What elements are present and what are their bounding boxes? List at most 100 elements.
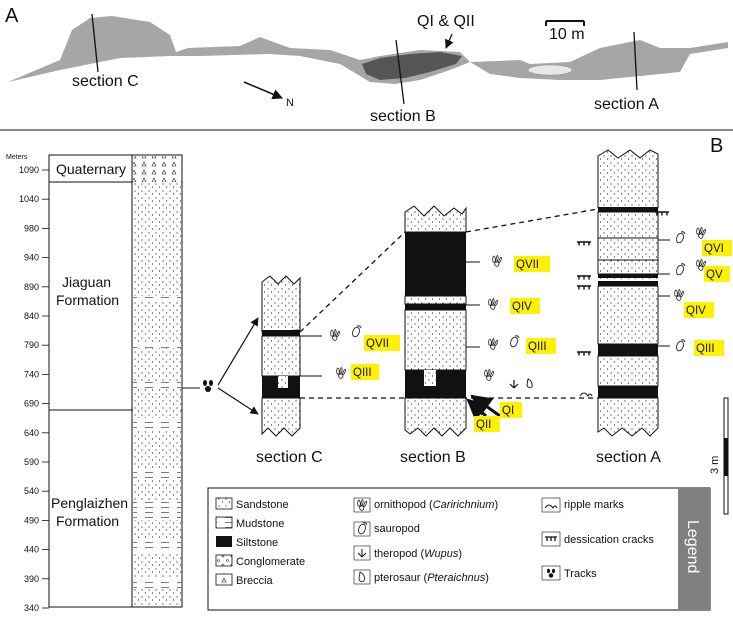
- section-b-qiv-highlight: [510, 298, 540, 314]
- penglaizhen-label-1: Penglaizhen: [51, 495, 128, 511]
- map-scale-label: 10 m: [549, 26, 585, 43]
- vertical-scale-bar-fill: [724, 438, 728, 476]
- section-c-title: section C: [256, 449, 323, 466]
- section-a-crack-3-icon: [576, 275, 592, 281]
- tick-label: 590: [24, 457, 39, 467]
- tick-label: 390: [24, 574, 39, 584]
- section-b-qi-highlight: [500, 402, 522, 418]
- section-b-qiii-highlight: [526, 338, 556, 354]
- legend-ripple: ripple marks: [564, 499, 624, 511]
- section-b-qiv-label: QIV: [512, 301, 532, 313]
- section-a-qvi-label: QVI: [704, 243, 724, 255]
- outcrop-section-a-area: [470, 40, 728, 80]
- tick-label: 690: [24, 399, 39, 409]
- legend-pterosaur-icon: [358, 571, 365, 583]
- legend-sauropod: sauropod: [374, 523, 420, 535]
- section-a-qiii-label: QIII: [696, 343, 715, 355]
- legend-sandstone: Sandstone: [236, 499, 289, 511]
- section-b-qii-highlight: [474, 416, 500, 432]
- section-c-qvii-label: QVII: [366, 338, 389, 350]
- section-b-qiii-label: QIII: [528, 341, 547, 353]
- section-a-qv-sauropod-icon: [674, 263, 686, 277]
- panel-a-label: A: [5, 5, 19, 27]
- tick-label: 790: [24, 340, 39, 350]
- section-c-qvii-highlight: [364, 335, 400, 351]
- section-a-qvi-highlight: [702, 240, 732, 256]
- map-section-a-label: section A: [594, 96, 659, 113]
- section-b-column: [404, 205, 467, 437]
- legend-title: Legend: [684, 520, 701, 573]
- legend-dessication: dessication cracks: [564, 534, 654, 546]
- section-c-column: [261, 275, 301, 437]
- tracks-symbol-icon: [203, 380, 213, 392]
- map-scale-bar: [545, 20, 585, 26]
- litho-breccia: [133, 156, 181, 182]
- section-b-theropod-icon: [509, 380, 519, 389]
- legend-theropod-icon: [357, 549, 367, 558]
- section-a-qiii-highlight: [694, 340, 724, 356]
- legend-tracks-icon: [547, 568, 555, 578]
- section-b-qvii-ornithopod-icon: [492, 255, 502, 267]
- tick-label: 740: [24, 369, 39, 379]
- section-c-qvii-sauropod-icon: [350, 325, 362, 339]
- legend-ripple-icon: [544, 504, 558, 509]
- tick-label: 1090: [19, 165, 39, 175]
- tick-label: 540: [24, 486, 39, 496]
- tracks-arrow-up: [217, 317, 259, 386]
- vertical-scale-label: 3 m: [709, 456, 721, 474]
- map-section-c-label: section C: [72, 73, 139, 90]
- section-b-qiv-ornithopod-icon: [488, 298, 498, 310]
- tick-label: 840: [24, 311, 39, 321]
- legend-theropod: theropod (Wupus): [374, 548, 462, 560]
- jiaguan-label-2: Formation: [56, 292, 119, 308]
- tick-label: 440: [24, 545, 39, 555]
- legend-ornithopod: ornithopod (Caririchnium): [374, 499, 498, 511]
- jiaguan-label-1: Jiaguan: [62, 274, 111, 290]
- section-a-qiii-sauropod-icon: [674, 339, 686, 353]
- section-b-qiii-ornithopod-icon: [488, 338, 498, 350]
- panel-b-label: B: [710, 135, 723, 157]
- tracks-pointer-arrow: [445, 33, 454, 49]
- legend-mudstone: Mudstone: [236, 518, 284, 530]
- section-a-ripple-icon: [579, 392, 593, 397]
- north-label: N: [286, 97, 294, 109]
- quaternary-label: Quaternary: [56, 161, 126, 177]
- tick-label: 980: [24, 223, 39, 233]
- section-b-qiii-sauropod-icon: [508, 335, 520, 349]
- section-a-title: section A: [596, 449, 661, 466]
- tick-label: 340: [24, 603, 39, 613]
- section-a-qiv-label: QIV: [686, 305, 706, 317]
- section-b-qii-arrow: [466, 398, 490, 421]
- section-a-column: [597, 149, 659, 437]
- correlation-upper-b-a: [465, 208, 599, 233]
- outcrop-section-c-area: [8, 16, 470, 84]
- outcrop-section-b-dark: [362, 52, 462, 80]
- section-b-pterosaur-icon: [526, 378, 533, 389]
- section-b-qii-label: QII: [476, 419, 491, 431]
- outcrop-map: [8, 13, 728, 105]
- section-a-qv-label: QV: [706, 269, 723, 281]
- section-b-qi-label: QI: [502, 405, 514, 417]
- map-section-b-label: section B: [370, 108, 436, 125]
- section-a-line: [633, 31, 638, 91]
- legend-title-bar: [678, 488, 710, 610]
- section-c-qvii-ornithopod-icon: [330, 329, 340, 341]
- tick-label: 1040: [19, 194, 39, 204]
- legend: Legend Sandstone Mudstone Siltstone Cong…: [207, 487, 711, 611]
- legend-pterosaur: pterosaur (Pteraichnus): [374, 572, 489, 584]
- tick-label: 890: [24, 282, 39, 292]
- north-arrow: [243, 81, 283, 100]
- tick-labels: 1090104098094089084079074069064059054049…: [19, 165, 49, 613]
- tick-label: 640: [24, 428, 39, 438]
- section-c-qiii-highlight: [351, 364, 379, 380]
- section-c-qiii-label: QIII: [353, 367, 372, 379]
- section-b-qvii-highlight: [514, 256, 550, 272]
- section-b-qi-ornithopod-icon: [484, 369, 494, 381]
- section-a-crack-1-icon: [654, 211, 670, 217]
- tick-label: 490: [24, 515, 39, 525]
- legend-breccia: Breccia: [236, 575, 274, 587]
- column-frame: [48, 154, 183, 608]
- outcrop-pale-patch: [527, 64, 573, 76]
- section-c-qiii-ornithopod-icon: [336, 367, 346, 379]
